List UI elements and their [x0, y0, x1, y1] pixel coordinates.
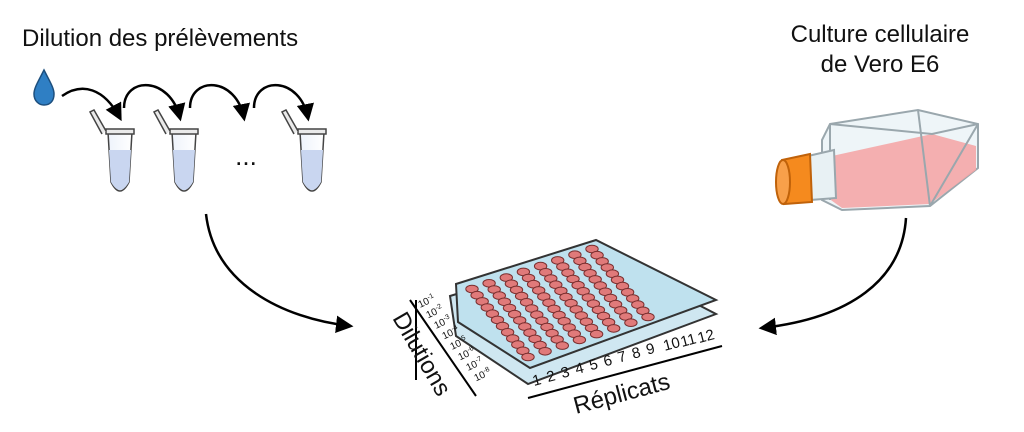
dilution-axis-line — [409, 299, 477, 397]
replicate-label: 7 — [616, 348, 628, 367]
culture-flask-icon — [775, 108, 979, 212]
microplate — [448, 238, 719, 386]
dilution-label: 10-4 — [440, 324, 461, 342]
replicate-label: 10 — [661, 334, 682, 355]
dilution-axis — [415, 300, 417, 380]
transfer-arrows — [61, 83, 314, 122]
dilution-label: 10-3 — [432, 313, 453, 331]
dilution-label: 10-7 — [464, 355, 485, 373]
plate-well — [641, 312, 655, 322]
tubes — [88, 109, 327, 192]
replicate-label: 8 — [630, 344, 642, 363]
replicates-label: Réplicats — [571, 368, 673, 420]
transfer-arrow — [122, 84, 186, 122]
plate-well — [589, 329, 604, 339]
transfer-arrow — [252, 83, 314, 122]
dilution-label: 10-5 — [448, 334, 469, 352]
dilution-title: Dilution des prélèvements — [22, 25, 299, 52]
arrow-to-plate — [204, 213, 354, 334]
dilution-label: 10-1 — [416, 292, 437, 310]
droplet-icon — [33, 68, 55, 106]
plate-well — [521, 352, 535, 362]
replicate-label: 12 — [696, 326, 717, 347]
plate-well — [555, 341, 569, 350]
plate-well — [538, 347, 552, 356]
dilution-label: 10-8 — [472, 366, 493, 384]
culture-title: Culture cellulaire de Vero E6 — [760, 20, 1000, 80]
transfer-arrow — [61, 87, 122, 122]
dilution-label: 10-2 — [424, 303, 445, 321]
plate-wells — [465, 244, 655, 362]
ellipsis-text: ... — [235, 141, 257, 171]
plate-well — [572, 335, 587, 345]
tube-icon — [280, 109, 327, 192]
replicate-label: 9 — [644, 340, 656, 359]
dilution-label: 10-6 — [456, 345, 477, 363]
tube-icon — [152, 109, 199, 192]
tube-icon — [88, 109, 135, 192]
culture-title-line2: de Vero E6 — [820, 51, 940, 78]
replicate-label: 6 — [602, 352, 614, 371]
dilution-labels: 10-110-210-310-410-510-610-710-8 — [409, 292, 493, 397]
transfer-arrow — [188, 83, 250, 122]
plate-well — [607, 324, 621, 333]
replicate-axis — [527, 345, 723, 399]
culture-title-line1: Culture cellulaire — [790, 21, 970, 48]
replicate-label: 11 — [679, 330, 698, 350]
plate-well — [624, 318, 638, 328]
arrow-from-flask — [758, 217, 908, 336]
